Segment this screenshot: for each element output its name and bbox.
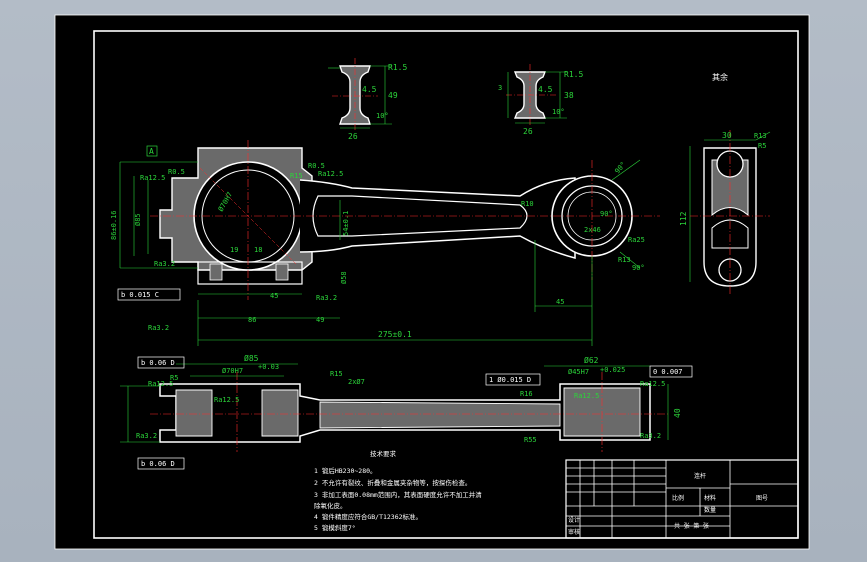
title-block [565,459,799,539]
dim-r13: R13 [618,256,631,264]
section-frame-top: b 0.06 D [141,359,175,367]
dim-18: 18 [254,246,262,254]
dim-r15: R15 [290,172,303,180]
section-dim-ra-left2: Ra3.2 [136,432,157,440]
dim-49: 49 [316,316,324,324]
section-frame-right: 1 Ø0.015 D [489,376,531,384]
section-dim-r15: R15 [330,370,343,378]
dim-90b: 90° [632,264,645,272]
dim-ra-right: Ra12.5 [318,170,343,178]
dim-2x46: 2x46 [584,226,601,234]
section-dim-ra-inner: Ra12.5 [214,396,239,404]
dim-ra-left: Ra12.5 [140,174,165,182]
dim-r10: R10 [521,200,534,208]
dim-r05-left: R0.5 [168,168,185,176]
side-dim-r13: R13 [754,132,767,140]
dim-total-length: 275±0.1 [378,330,412,339]
section-view-2: 26 R1.5 38 4.5 10° 3 [498,64,583,136]
title-part-name: 连杆 [694,472,706,480]
tech-note-3: 3 非加工表面0.08mm范围内，其表面硬度允许不加工并清 [314,490,482,499]
dim-r05-right: R0.5 [308,162,325,170]
dim-58: Ø58 [340,271,348,284]
side-dim-r5: R5 [758,142,766,150]
dim-ra32-base: Ra3.2 [154,260,175,268]
tech-title: 技术要求 [370,449,397,458]
section2-angle: 10° [552,108,565,116]
datum-a-label: A [149,147,154,156]
dim-45-left: 45 [270,292,278,300]
section-dim-r55: R55 [524,436,537,444]
section-dim-62: Ø62 [584,355,599,365]
dim-86: 86 [248,316,256,324]
title-material: 材料 [704,494,716,502]
technical-requirements: 技术要求 1 锻后HB230~280。 2 不允许有裂纹、折叠和金属夹杂物等，按… [314,449,482,532]
section-dim-2x7: 2xØ7 [348,378,365,386]
tech-note-5: 5 锻模斜度7° [314,523,356,532]
section1-angle: 10° [376,112,389,120]
title-checker: 审核 [568,528,580,536]
section-dim-ra-left: Ra12.5 [148,380,173,388]
section-dim-70: Ø70H7 [222,367,243,375]
dim-90: 90° [600,210,613,218]
section-dim-r16: R16 [520,390,533,398]
title-sheets: 共 张 第 张 [674,522,709,530]
drawing-frame [93,30,799,539]
tolerance-frame-1: b 0.015 C [121,291,159,299]
section2-radius: R1.5 [564,70,583,79]
dim-54: 54±0.1 [342,211,350,236]
section-dim-ra-right2: Ra3.2 [640,432,661,440]
dim-ra32: Ra3.2 [148,324,169,332]
section-frame-right2: 0 0.007 [653,368,683,376]
section-dim-45: Ø45H7 [568,368,589,376]
dim-ra25: Ra25 [628,236,645,244]
side-dim-30: 30 [722,131,732,140]
connecting-rod-side-view: 30 R13 R5 112 [679,130,771,296]
dim-19: 19 [230,246,238,254]
title-drawing-no: 图号 [756,495,768,502]
section2-web: 4.5 [538,85,553,94]
section-dim-40: 40 [673,408,682,418]
section2-height: 38 [564,91,574,100]
title-scale: 比例 [672,494,684,502]
side-dim-112: 112 [679,211,688,226]
tech-note-1: 1 锻后HB230~280。 [314,466,377,475]
section2-left: 3 [498,84,502,92]
section-frame-bottom: b 0.06 D [141,460,175,468]
dim-dia-85: Ø85 [134,213,142,226]
connecting-rod-front-view: A R0.5 Ra12.5 R0.5 R15 Ra12.5 86±0.16 Ø8… [110,140,691,346]
section1-web: 4.5 [362,85,377,94]
tech-note-3b: 除氧化皮。 [314,501,347,510]
section1-width: 26 [348,132,358,141]
section-dim-r5: R5 [170,374,178,382]
title-designer: 设计 [568,516,580,524]
section-dim-45-tol: +0.025 [600,366,625,374]
title-quantity: 数量 [704,506,716,514]
section-dim-ra-inner2: Ra12.5 [574,392,599,400]
section2-width: 26 [523,127,533,136]
section-dim-70-tol: +0.03 [258,363,279,371]
dim-height-86: 86±0.16 [110,210,118,240]
tech-note-4: 4 锻件精度应符合GB/T12362标准。 [314,512,422,521]
dim-45-right: 45 [556,298,564,306]
section1-radius: R1.5 [388,63,407,72]
dim-ra32-boss: Ra3.2 [316,294,337,302]
connecting-rod-section-view: b 0.06 D b 0.06 D Ø85 Ø70H7 +0.03 R15 2x… [120,353,693,470]
section-dim-ra-right: Ra12.5 [640,380,665,388]
section1-height: 49 [388,91,398,100]
section-dim-85: Ø85 [244,353,259,363]
tech-note-2: 2 不允许有裂纹、折叠和金属夹杂物等，按探伤检查。 [314,478,471,487]
section-view-1: 26 R1.5 49 4.5 10° [328,58,407,141]
roughness-note: 其余 [712,72,728,82]
